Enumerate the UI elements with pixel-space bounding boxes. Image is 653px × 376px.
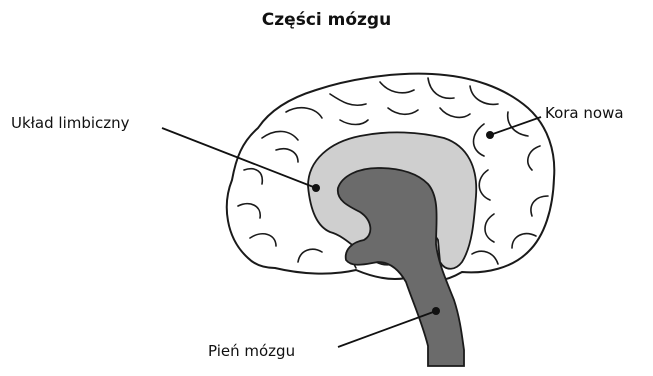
brainstem-leader-dot [432, 307, 440, 315]
brainstem-leader-line [338, 311, 436, 347]
limbic-leader-dot [312, 184, 320, 192]
label-limbic-system: Układ limbiczny [11, 114, 130, 132]
neocortex-leader-dot [486, 131, 494, 139]
label-neocortex: Kora nowa [545, 104, 624, 122]
label-brainstem: Pień mózgu [208, 342, 295, 360]
